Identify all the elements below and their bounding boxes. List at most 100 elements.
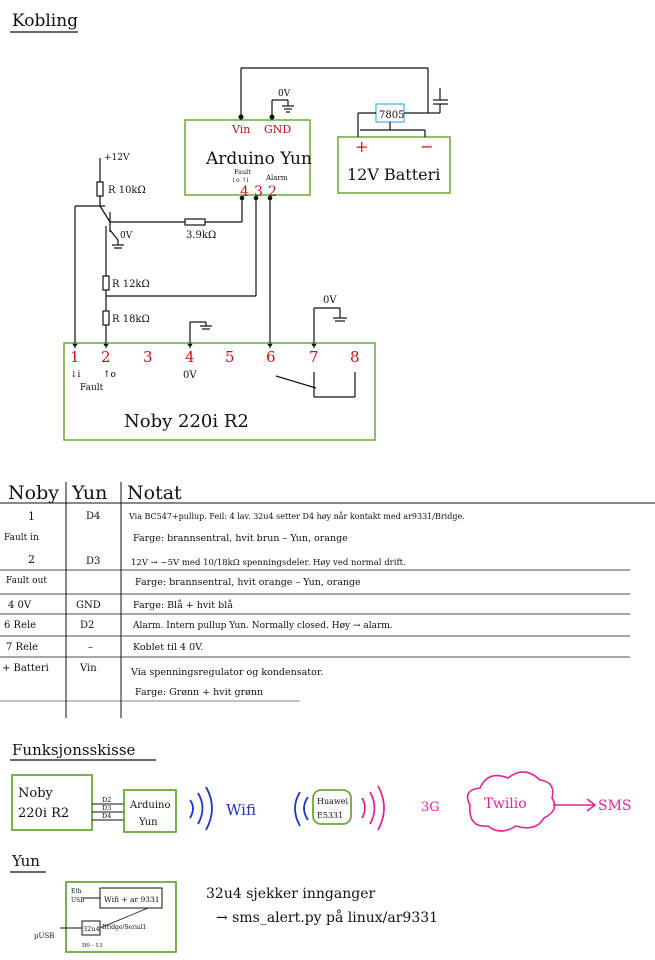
- sketch-huawei-line1: Huawei: [317, 797, 348, 806]
- table-row-2-note-2: Farge: brannsentral, hvit orange – Yun, …: [135, 577, 361, 588]
- sketch-pin: D4: [102, 812, 111, 820]
- sketch-huawei-line2: E5331: [317, 811, 343, 820]
- arduino-pin-4: 4: [240, 184, 249, 200]
- table-row-1-noby: 1: [28, 510, 35, 523]
- arduino-fault-dirs: ↓o ↑i: [231, 177, 249, 184]
- table-row-3-yun: GND: [76, 600, 101, 611]
- vin-dot: [238, 114, 244, 120]
- heading-yun: Yun: [11, 852, 40, 870]
- table-row-1-noby2: Fault in: [4, 533, 39, 543]
- noby-pin-number: 5: [225, 348, 235, 366]
- yun-detail-wifi-label: Wifi + ar 9331: [104, 895, 160, 904]
- yun-detail-mcu-label: 32u4: [83, 925, 100, 933]
- battery-plus: +: [355, 137, 368, 156]
- table-row-5-note-1: Koblet til 4 0V.: [133, 642, 203, 653]
- table-header-yun: Yun: [71, 482, 107, 504]
- noby-fault-label: Fault: [80, 383, 104, 393]
- resistor-r4-label: R 18kΩ: [112, 314, 150, 325]
- supply-label: +12V: [104, 153, 130, 163]
- noby-title: Noby 220i R2: [124, 411, 249, 432]
- table-row-2-noby: 2: [28, 553, 35, 566]
- sketch-yun-line1: Arduino: [129, 800, 171, 811]
- sketch-pin: D3: [102, 804, 111, 812]
- twilio-cloud-icon: [466, 771, 556, 832]
- sketch-twilio-label: Twilio: [484, 796, 527, 812]
- battery-box: [337, 136, 451, 194]
- arduino-pin-3: 3: [254, 184, 263, 200]
- vin-wire: [240, 67, 429, 120]
- sketch-noby-line1: Noby: [18, 786, 54, 801]
- yun-detail-pins-label: D0 - 13: [82, 943, 103, 949]
- arduino-pin-2: 2: [268, 184, 277, 200]
- gnd-dot: [269, 114, 275, 120]
- arduino-vin-label: Vin: [231, 123, 250, 136]
- noby-pin-number: 6: [266, 348, 276, 366]
- noby-pin-number: 3: [143, 348, 153, 366]
- table-header-notat: Notat: [127, 482, 182, 504]
- yun-note-2: → sms_alert.py på linux/ar9331: [216, 909, 438, 926]
- table-row-6-noby: + Batteri: [2, 663, 49, 674]
- heading-funksjonsskisse: Funksjonsskisse: [12, 741, 136, 759]
- sketch-wifi-label: Wifi: [226, 801, 256, 819]
- pin2-dot: [267, 195, 273, 201]
- left-circuit-wires: [74, 158, 356, 398]
- table-row-2-yun: D3: [86, 556, 100, 567]
- heading-kobling: Kobling: [12, 11, 78, 31]
- noby-pin-numbers: 1 2 3 4 5 6 7 8: [70, 348, 360, 366]
- yun-detail-box: [65, 881, 177, 953]
- table-row-5-noby: 7 Rele: [6, 642, 38, 653]
- noby-box: [63, 342, 376, 441]
- sketch-yun-line2: Yun: [138, 817, 158, 828]
- noby-pin-number: 1: [70, 348, 80, 366]
- resistor-r2-label: 3.9kΩ: [186, 230, 216, 241]
- table-header-noby: Noby: [8, 482, 59, 504]
- table-row-1-yun: D4: [86, 511, 100, 522]
- modem-waves-left-icon: [294, 791, 309, 827]
- yun-detail-bridge-label: Bridge/Serial1: [102, 924, 146, 931]
- yun-detail-musb-label: µUSB: [34, 932, 54, 940]
- arduino-alarm-label: Alarm: [265, 174, 288, 182]
- table-row-5-yun: –: [88, 642, 93, 653]
- yun-detail-bridge-wire: [99, 907, 149, 929]
- table-row-3-note-1: Farge: Blå + hvit blå: [133, 599, 233, 611]
- sketch-sms-label: SMS: [598, 798, 632, 814]
- wifi-waves-icon: [189, 786, 213, 831]
- gnd-wire: [271, 99, 294, 120]
- arduino-box: [184, 119, 311, 196]
- table-row-2-noby2: Fault out: [6, 576, 47, 586]
- sketch-noby-box: [11, 774, 93, 831]
- noby-pin-number: 4: [185, 348, 195, 366]
- resistor-r3-label: R 12kΩ: [112, 279, 150, 290]
- arduino-fault-label: Fault: [234, 168, 251, 176]
- table-row-4-note-1: Alarm. Intern pullup Yun. Normally close…: [132, 621, 393, 631]
- resistor-r1-label: R 10kΩ: [108, 185, 146, 196]
- table-row-4-noby: 6 Rele: [4, 620, 36, 631]
- sketch-huawei-box: [312, 789, 352, 825]
- relay-ov-label: 0V: [323, 295, 337, 306]
- table-row-4-yun: D2: [80, 620, 94, 631]
- noby-pin-number: 2: [101, 348, 111, 366]
- pin3-dot: [253, 195, 259, 201]
- arduino-title: Arduino Yun: [205, 149, 312, 169]
- yun-detail-usb: USB: [71, 897, 85, 904]
- battery-minus: −: [420, 137, 433, 156]
- table-row-1-note-1: Via BC547+pullup. Feil: 4 lav. 32u4 sett…: [128, 512, 465, 521]
- table-row-6-note-2: Farge: Grønn + hvit grønn: [135, 687, 263, 698]
- table-row-6-yun: Vin: [79, 663, 97, 674]
- sms-arrow-icon: [553, 798, 597, 812]
- table-grid: [0, 482, 655, 718]
- sketch-yun-box: [123, 789, 177, 833]
- table-row-3-noby: 4 0V: [8, 600, 32, 611]
- sketch-pin: D2: [102, 796, 111, 804]
- sketch-pin-wires: [92, 803, 124, 821]
- yun-detail-eth: Eth: [71, 888, 82, 895]
- noby-pin4-sub: 0V: [183, 370, 197, 381]
- gnd-ov-label: 0V: [278, 89, 291, 99]
- noby-pin2-sub: ↑o: [103, 370, 116, 380]
- table-row-2-note-1: 12V → ~5V med 10/18kΩ spenningsdeler. Hø…: [131, 558, 406, 568]
- transistor-ov-label: 0V: [120, 231, 133, 241]
- noby-pin1-sub: ↓i: [70, 370, 81, 380]
- noby-pin-number: 8: [350, 348, 360, 366]
- table-row-6-note-1: Via spenningsregulator og kondensator.: [130, 667, 323, 678]
